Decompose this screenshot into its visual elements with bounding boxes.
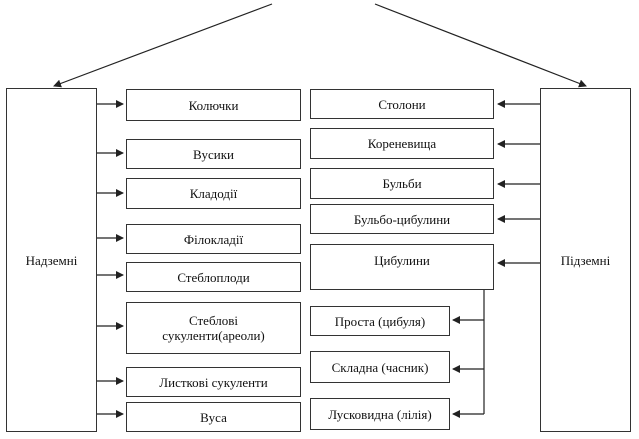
bulb-item-2: Складна (часник) [310, 351, 450, 383]
above-ground-title: Надземні [25, 252, 78, 268]
bulb-item-3: Лусковидна (лілія) [310, 398, 450, 430]
left-item-1: Колючки [126, 89, 301, 121]
arrow-to-above-ground [53, 3, 273, 88]
left-item-6: Стеблові сукуленти(ареоли) [126, 302, 301, 354]
right-item-2: Кореневища [310, 128, 494, 159]
underground-title: Підземні [560, 252, 611, 268]
left-item-2: Вусики [126, 139, 301, 169]
right-item-4: Бульбо-цибулини [310, 204, 494, 234]
right-item-5: Цибулини [310, 244, 494, 290]
left-item-3: Кладодії [126, 178, 301, 209]
right-item-3: Бульби [310, 168, 494, 199]
left-item-5: Стеблоплоди [126, 262, 301, 292]
above-ground-box: Надземні [6, 88, 97, 432]
left-item-4: Філокладії [126, 224, 301, 254]
right-item-1: Столони [310, 89, 494, 119]
left-item-7: Листкові сукуленти [126, 367, 301, 397]
left-item-8: Вуса [126, 402, 301, 432]
arrow-to-underground [374, 3, 587, 88]
bulb-item-1: Проста (цибуля) [310, 306, 450, 336]
underground-box: Підземні [540, 88, 631, 432]
